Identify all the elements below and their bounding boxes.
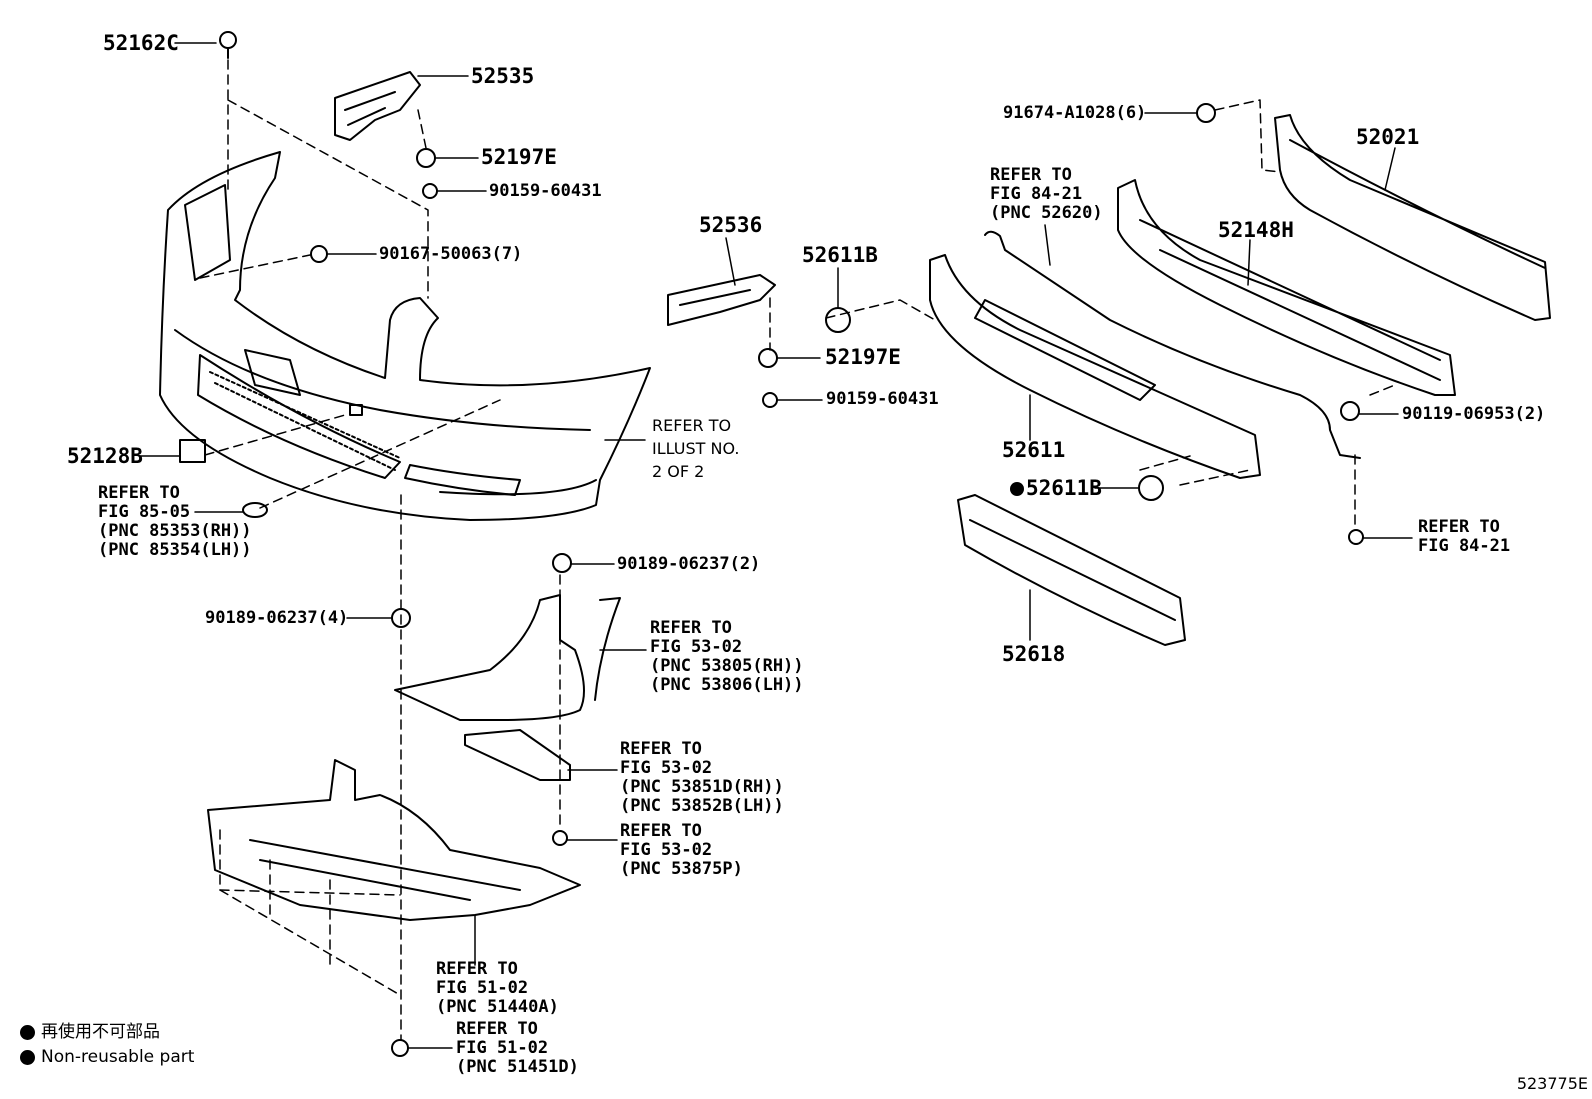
part-label-52162C: 52162C bbox=[103, 31, 179, 55]
absorber-52618-shape bbox=[957, 494, 1186, 646]
legend: 再使用不可部品 Non-reusable part bbox=[20, 1020, 194, 1070]
ref-line: FIG 53-02 bbox=[620, 840, 713, 860]
ref-fig-53-02-b: REFER TO FIG 53-02 (PNC 53851D(RH)) (PNC… bbox=[620, 740, 784, 816]
bracket-52535-shape bbox=[334, 71, 421, 141]
part-label-52197E-a: 52197E bbox=[481, 145, 557, 169]
ref-line: (PNC 51440A) bbox=[436, 997, 559, 1017]
ref-line: (PNC 53851D(RH)) bbox=[620, 777, 784, 797]
fasteners bbox=[179, 31, 1364, 1057]
fender-liner-shape bbox=[394, 594, 621, 721]
ref-line: (PNC 53806(LH)) bbox=[650, 675, 804, 695]
ref-line: FIG 53-02 bbox=[650, 637, 743, 657]
illustration-code: 523775E bbox=[1516, 1074, 1588, 1093]
part-label-52128B: 52128B bbox=[67, 444, 143, 468]
part-label-52611: 52611 bbox=[1002, 438, 1066, 462]
part-label-52197E-b: 52197E bbox=[825, 345, 901, 369]
bumper-cover-shape bbox=[159, 151, 651, 521]
part-label-52618: 52618 bbox=[1002, 642, 1066, 666]
reinforcement-52021-shape bbox=[1274, 114, 1551, 321]
part-label-52611B-b-text: 52611B bbox=[1026, 476, 1102, 500]
ref-fig-85-05: REFER TO FIG 85-05 (PNC 85353(RH)) (PNC … bbox=[98, 484, 252, 560]
cover-lower-shape bbox=[464, 729, 571, 781]
part-label-90189-a: 90189-06237(2) bbox=[617, 554, 761, 574]
legend-row-jp: 再使用不可部品 bbox=[20, 1020, 194, 1045]
ref-line: REFER TO bbox=[990, 165, 1072, 185]
ref-line: REFER TO bbox=[650, 618, 732, 638]
retainer-52611-shape bbox=[929, 254, 1261, 479]
ref-line: FIG 84-21 bbox=[1418, 536, 1511, 556]
part-label-52535: 52535 bbox=[471, 64, 535, 88]
ref-line: REFER TO bbox=[620, 821, 702, 841]
part-label-52148H: 52148H bbox=[1218, 218, 1294, 242]
non-reusable-dot bbox=[20, 1025, 35, 1040]
part-label-52611B-b: 52611B bbox=[1010, 477, 1102, 500]
ref-line: (PNC 85353(RH)) bbox=[98, 521, 252, 541]
ref-line: REFER TO bbox=[1418, 517, 1500, 537]
ref-line: FIG 53-02 bbox=[620, 758, 713, 778]
absorber-52148H-shape bbox=[1117, 179, 1456, 396]
part-label-90159-b: 90159-60431 bbox=[826, 389, 939, 409]
ref-line: (PNC 53805(RH)) bbox=[650, 656, 804, 676]
ref-line: FIG 51-02 bbox=[456, 1038, 549, 1058]
ref-line: FIG 84-21 bbox=[990, 184, 1083, 204]
part-label-90159-a: 90159-60431 bbox=[489, 181, 602, 201]
ref-line: (PNC 53852B(LH)) bbox=[620, 796, 784, 816]
part-label-90167: 90167-50063(7) bbox=[379, 244, 523, 264]
ref-wire-harness: REFER TO FIG 84-21 (PNC 52620) bbox=[990, 166, 1103, 223]
legend-row-en: Non-reusable part bbox=[20, 1045, 194, 1070]
ref-line: REFER TO bbox=[436, 959, 518, 979]
ref-line: REFER TO bbox=[620, 739, 702, 759]
ref-line: (PNC 51451D) bbox=[456, 1057, 579, 1077]
ref-line: REFER TO bbox=[652, 416, 732, 435]
ref-fig-84-21: REFER TO FIG 84-21 bbox=[1418, 518, 1510, 556]
ref-line: REFER TO bbox=[456, 1019, 538, 1039]
non-reusable-dot bbox=[20, 1050, 35, 1065]
ref-illust: REFER TO ILLUST NO. 2 OF 2 bbox=[652, 414, 739, 483]
legend-text-en: Non-reusable part bbox=[41, 1047, 195, 1067]
ref-line: (PNC 52620) bbox=[990, 203, 1103, 223]
non-reusable-dot bbox=[1010, 482, 1024, 496]
ref-fig-53-02-a: REFER TO FIG 53-02 (PNC 53805(RH)) (PNC … bbox=[650, 619, 804, 695]
ref-line: ILLUST NO. bbox=[652, 439, 740, 458]
legend-text-jp: 再使用不可部品 bbox=[41, 1022, 160, 1042]
part-label-91674: 91674-A1028(6) bbox=[1003, 103, 1147, 123]
wire-harness-shape bbox=[984, 230, 1361, 459]
ref-line: (PNC 53875P) bbox=[620, 859, 743, 879]
part-label-52021: 52021 bbox=[1356, 125, 1420, 149]
engine-undercover-shape bbox=[207, 759, 581, 921]
ref-line: REFER TO bbox=[98, 483, 180, 503]
ref-line: FIG 85-05 bbox=[98, 502, 191, 522]
ref-line: (PNC 85354(LH)) bbox=[98, 540, 252, 560]
bracket-52536-shape bbox=[667, 274, 776, 326]
ref-fig-51-02-b: REFER TO FIG 51-02 (PNC 51451D) bbox=[456, 1020, 579, 1077]
ref-fig-53-02-c: REFER TO FIG 53-02 (PNC 53875P) bbox=[620, 822, 743, 879]
ref-fig-51-02-a: REFER TO FIG 51-02 (PNC 51440A) bbox=[436, 960, 559, 1017]
leader-lines bbox=[139, 42, 1413, 1049]
part-label-52536: 52536 bbox=[699, 213, 763, 237]
part-label-90119: 90119-06953(2) bbox=[1402, 404, 1546, 424]
part-label-52611B-a: 52611B bbox=[802, 243, 878, 267]
ref-line: 2 OF 2 bbox=[652, 462, 705, 481]
ref-line: FIG 51-02 bbox=[436, 978, 529, 998]
part-label-90189-b: 90189-06237(4) bbox=[205, 608, 349, 628]
dashed-lines bbox=[199, 59, 1396, 1041]
